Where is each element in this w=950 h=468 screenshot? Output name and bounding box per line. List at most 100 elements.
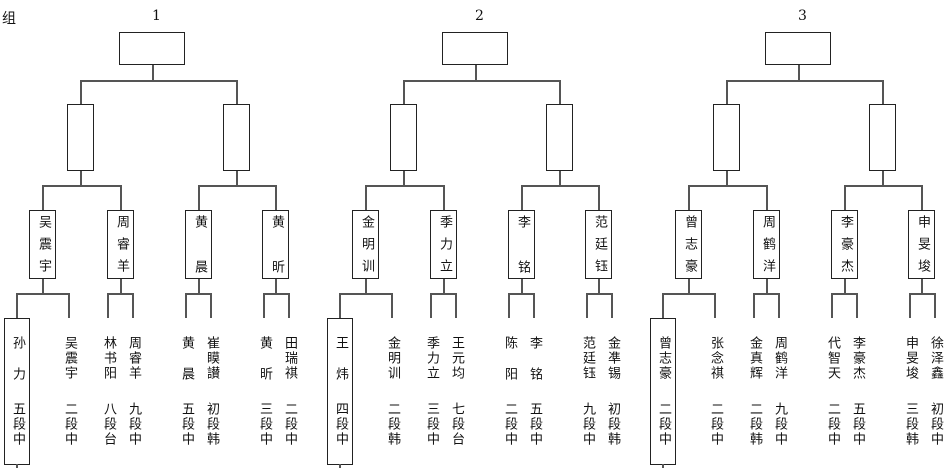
player-rank: 二段中 [62, 402, 77, 447]
player-rank: 九段中 [772, 402, 787, 447]
bracket-line [844, 185, 846, 210]
bracket-line [662, 293, 716, 295]
bracket-line [107, 293, 134, 295]
bracket-line [120, 185, 122, 210]
bracket-line [778, 293, 780, 318]
quarterfinal-winner-name: 黄昕 [269, 215, 284, 305]
player-rank: 二段中 [825, 402, 840, 447]
quarterfinal-winner-name: 吴震宇 [36, 215, 51, 281]
player-rank: 五段中 [10, 402, 25, 447]
bracket-line [42, 185, 122, 187]
bracket-line [882, 170, 884, 185]
bracket-line [662, 293, 664, 318]
quarterfinal-winner-name: 范廷钰 [592, 215, 607, 281]
semifinal-winner-box [713, 104, 740, 171]
semifinal-winner-box [67, 104, 94, 171]
player-name: 李豪杰 [850, 336, 865, 381]
bracket-line [339, 293, 341, 318]
quarterfinal-winner-name: 李豪杰 [838, 215, 853, 281]
bracket-line [403, 80, 405, 104]
bracket-line [42, 278, 44, 293]
player-name: 黄晨 [179, 336, 194, 398]
quarterfinal-winner-box [262, 210, 289, 279]
player-rank: 八段台 [101, 402, 116, 447]
bracket-line [42, 185, 44, 210]
bracket-line [339, 464, 341, 468]
bracket-line [185, 293, 212, 295]
player-rank: 九段中 [126, 402, 141, 447]
bracket-line [288, 293, 290, 318]
bracket-line [275, 185, 277, 210]
semifinal-winner-box [546, 104, 573, 171]
player-rank: 二段中 [502, 402, 517, 447]
bracket-line [80, 80, 238, 82]
player-name: 周鹤洋 [772, 336, 787, 381]
bracket-line [521, 185, 523, 210]
bracket-line [120, 278, 122, 293]
player-rank: 五段中 [527, 402, 542, 447]
player-name: 徐泽鑫 [928, 336, 943, 381]
player-name: 孙力 [10, 336, 25, 398]
player-rank: 二段中 [656, 402, 671, 447]
quarterfinal-winner-box [29, 210, 56, 279]
quarterfinal-winner-box [585, 210, 612, 279]
bracket-line [909, 293, 911, 318]
bracket-line [198, 185, 277, 187]
bracket-line [753, 293, 780, 295]
bracket-line [430, 293, 432, 318]
player-rank: 五段中 [850, 402, 865, 447]
bracket-line [766, 185, 768, 210]
bracket-line [80, 170, 82, 185]
quarterfinal-winner-name: 申旻埈 [915, 215, 930, 281]
player-name: 王炜 [333, 336, 348, 398]
bracket-line [714, 293, 716, 318]
bracket-line [508, 293, 535, 295]
player-rank: 初段韩 [204, 402, 219, 447]
bracket-line [831, 293, 833, 318]
bracket-line [185, 293, 187, 318]
quarterfinal-winner-name: 周鹤洋 [760, 215, 775, 281]
bracket-line [430, 293, 457, 295]
bracket-line [508, 293, 510, 318]
semifinal-winner-box [869, 104, 896, 171]
bracket-line [365, 185, 367, 210]
bracket-line [611, 293, 613, 318]
bracket-line [263, 293, 265, 318]
quarterfinal-winner-box [185, 210, 212, 279]
bracket-line [921, 185, 923, 210]
player-rank: 七段台 [449, 402, 464, 447]
bracket-line [909, 293, 936, 295]
bracket-line [107, 293, 109, 318]
group-number: 2 [475, 8, 484, 24]
bracket-line [726, 80, 884, 82]
bracket-line [339, 293, 393, 295]
bracket-line [365, 278, 367, 293]
player-name: 李铭 [527, 336, 542, 398]
group-number: 1 [152, 8, 161, 24]
bracket-line [68, 293, 70, 318]
bracket-line [275, 278, 277, 293]
bracket-line [263, 293, 290, 295]
semifinal-winner-box [223, 104, 250, 171]
quarterfinal-winner-box [753, 210, 780, 279]
seeded-player-box [4, 318, 30, 465]
bracket-line [236, 170, 238, 185]
bracket-line [559, 80, 561, 104]
player-rank: 初段韩 [605, 402, 620, 447]
bracket-line [521, 278, 523, 293]
quarterfinal-winner-name: 黄晨 [192, 215, 207, 305]
final-winner-box [765, 32, 831, 65]
bracket-line [726, 80, 728, 104]
player-name: 范廷钰 [580, 336, 595, 381]
bracket-line [882, 80, 884, 104]
player-rank: 二段中 [708, 402, 723, 447]
player-name: 周睿羊 [126, 336, 141, 381]
bracket-line [688, 185, 690, 210]
quarterfinal-winner-box [352, 210, 379, 279]
bracket-line [766, 278, 768, 293]
player-name: 曾志豪 [656, 336, 671, 381]
bracket-line [16, 293, 18, 318]
quarterfinal-winner-box [908, 210, 935, 279]
player-name: 金明训 [385, 336, 400, 381]
